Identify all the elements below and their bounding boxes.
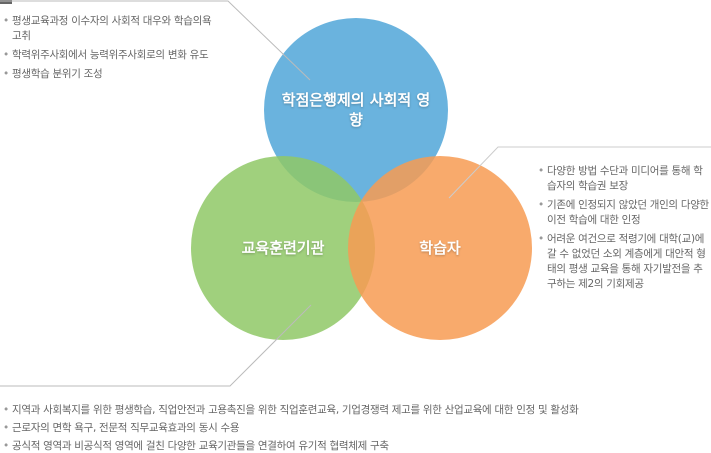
circle-social-impact (264, 18, 448, 202)
notes-bottom: 지역과 사회복지를 위한 평생학습, 직업안전과 고용촉진을 위한 직업훈련교육… (3, 403, 703, 453)
note-item: 평생학습 분위기 조성 (3, 67, 218, 82)
notes-top-left: 평생교육과정 이수자의 사회적 대우와 학습의욕 고취 학력위주사회에서 능력위… (3, 14, 218, 86)
leader-line-bottom (0, 304, 312, 387)
circle-label-right: 학습자 (419, 239, 461, 257)
circle-label-top: 학점은행제의 사회적 영향 (281, 91, 431, 129)
note-item: 기존에 인정되지 않았던 개인의 다양한 이전 학습에 대한 인정 (538, 198, 710, 228)
circle-label-left: 교육훈련기관 (241, 239, 325, 257)
leader-line-top (0, 0, 311, 81)
note-item: 어려운 여건으로 적령기에 대학(교)에 갈 수 없었던 소외 계층에게 대안적… (538, 232, 710, 292)
note-item: 근로자의 면학 욕구, 전문적 직무교육효과의 동시 수용 (3, 421, 703, 436)
corner-marker (0, 0, 12, 4)
circle-learners (348, 156, 532, 340)
note-item: 다양한 방법 수단과 미디어를 통해 학습자의 학습권 보장 (538, 164, 710, 194)
circle-institutions (191, 156, 375, 340)
note-item: 공식적 영역과 비공식적 영역에 걸친 다양한 교육기관들을 연결하여 유기적 … (3, 439, 703, 453)
notes-right: 다양한 방법 수단과 미디어를 통해 학습자의 학습권 보장 기존에 인정되지 … (538, 164, 710, 296)
note-item: 평생교육과정 이수자의 사회적 대우와 학습의욕 고취 (3, 14, 218, 44)
leader-line-right (448, 146, 711, 199)
note-item: 지역과 사회복지를 위한 평생학습, 직업안전과 고용촉진을 위한 직업훈련교육… (3, 403, 703, 418)
note-item: 학력위주사회에서 능력위주사회로의 변화 유도 (3, 48, 218, 63)
